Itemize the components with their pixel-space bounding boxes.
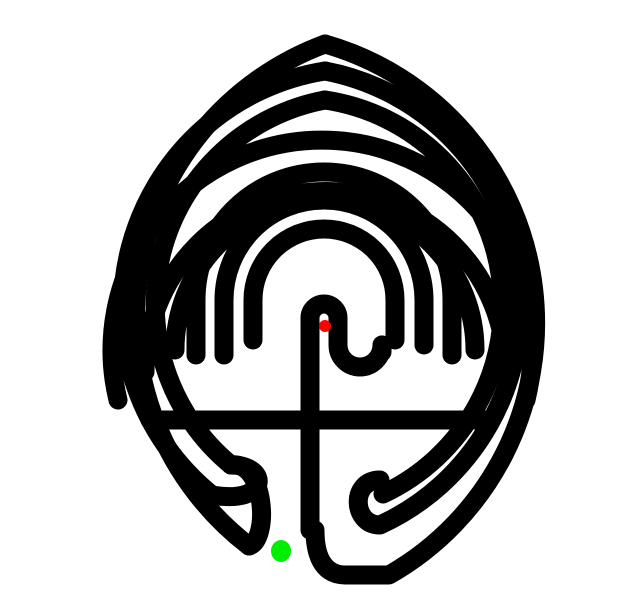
wall-horseshoe-2 <box>214 190 434 355</box>
goal-marker <box>319 320 331 332</box>
start-marker <box>271 540 291 562</box>
wall-arc-4 <box>102 130 542 410</box>
wall-horseshoe-1 <box>243 219 405 350</box>
maze-walls <box>102 34 546 585</box>
wall-horseshoe-0 <box>300 294 392 430</box>
wall-right-arc-3 <box>315 90 513 504</box>
wall-horseshoe-3 <box>186 162 462 365</box>
wall-left-loop-inner <box>221 455 271 556</box>
